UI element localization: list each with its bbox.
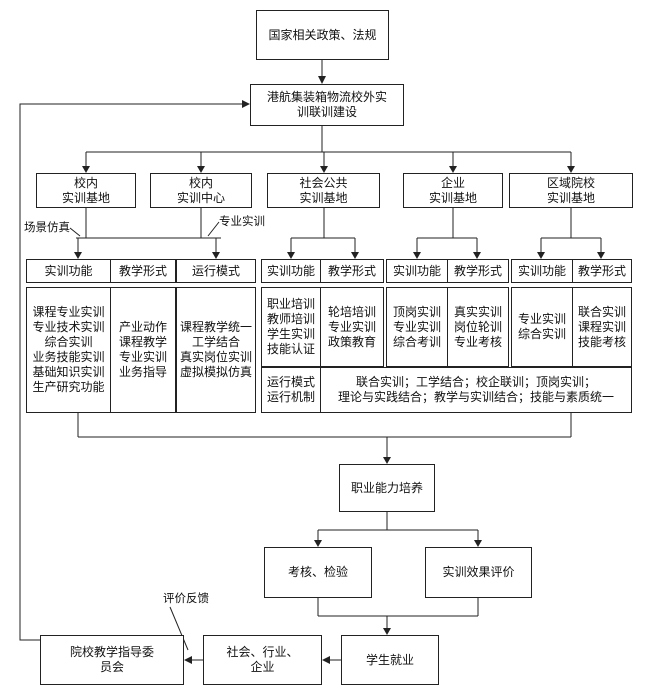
b1-function-header: 实训功能 [26,259,111,283]
operation-mechanism-label: 运行模式 运行机制 [261,367,321,413]
b2-mode-header: 运行模式 [176,259,256,283]
vocational-ability-box: 职业能力培养 [339,464,435,512]
society-box: 社会、行业、 企业 [203,635,322,685]
employment-box: 学生就业 [341,635,439,685]
b4-form-header: 教学形式 [447,259,509,283]
feedback-label: 评价反馈 [163,591,209,605]
b5-function-header: 实训功能 [511,259,573,283]
b4-form-content: 真实实训 岗位轮训 专业考核 [447,287,509,367]
b1-form-content: 产业动作 课程教学 专业实训 业务指导 [110,287,176,413]
b5-form-content: 联合实训 课程实训 技能考核 [572,287,632,367]
specialty-training-label: 专业实训 [219,214,265,228]
b1-function-content: 课程专业实训 专业技术实训 综合实训 业务技能实训 基础知识实训 生产研究功能 [26,287,111,413]
b5-form-header: 教学形式 [572,259,632,283]
scene-simulation-label: 场景仿真 [24,220,70,234]
base-regional: 区域院校 实训基地 [509,173,633,208]
assessment-box: 考核、检验 [264,547,372,598]
b2-mode-content: 课程教学统一 工学结合 真实岗位实训 虚拟模拟仿真 [176,287,256,413]
policy-box: 国家相关政策、法规 [256,10,389,60]
b3-function-header: 实训功能 [261,259,321,283]
operation-mechanism-text: 联合实训；工学结合；校企联训；顶岗实训； 理论与实践结合；教学与实训结合；技能与… [320,367,632,413]
base-campus-center: 校内 实训中心 [150,173,252,208]
evaluation-box: 实训效果评价 [425,547,532,598]
b5-function-content: 专业实训 综合实训 [511,287,573,367]
base-campus-training: 校内 实训基地 [36,173,136,208]
b3-form-content: 轮培培训 专业实训 政策教育 [320,287,384,367]
committee-box: 院校教学指导委 员会 [40,635,184,685]
b4-function-header: 实训功能 [386,259,448,283]
base-public: 社会公共 实训基地 [267,173,380,208]
project-box: 港航集装箱物流校外实 训联训建设 [250,84,404,126]
base-enterprise: 企业 实训基地 [403,173,503,208]
b3-function-content: 职业培训 教师培训 学生实训 技能认证 [261,287,321,367]
b4-function-content: 顶岗实训 专业实训 综合考训 [386,287,448,367]
b3-form-header: 教学形式 [320,259,384,283]
b1-form-header: 教学形式 [110,259,176,283]
